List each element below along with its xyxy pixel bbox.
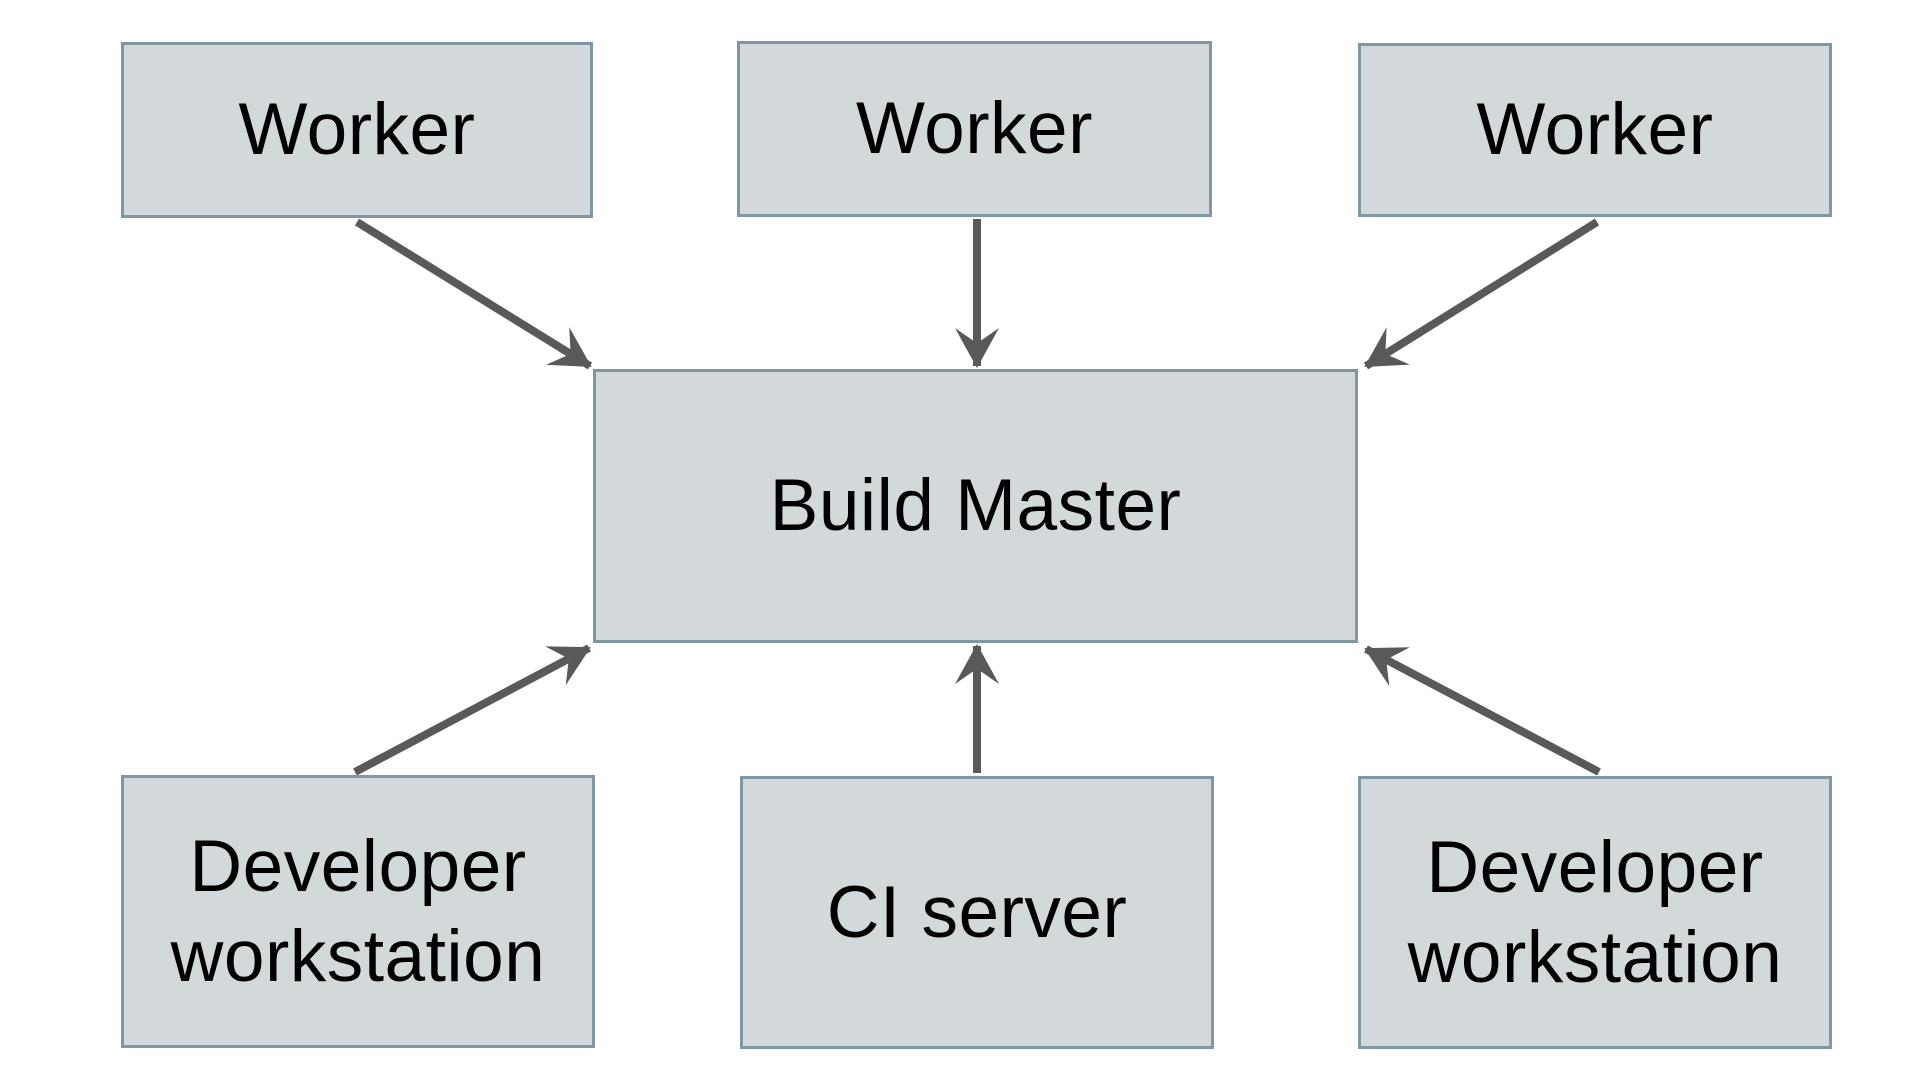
node-ci-server-label: CI server bbox=[826, 871, 1128, 953]
node-developer-workstation-left: Developer workstation bbox=[121, 775, 595, 1048]
edge-worker3-to-buildmaster bbox=[1363, 218, 1600, 370]
node-worker-2: Worker bbox=[737, 41, 1212, 217]
node-developer-workstation-left-label: Developer workstation bbox=[170, 826, 546, 997]
node-build-master: Build Master bbox=[593, 369, 1358, 643]
edge-devright-to-buildmaster bbox=[1364, 645, 1601, 776]
node-worker-2-label: Worker bbox=[856, 88, 1093, 170]
node-ci-server: CI server bbox=[740, 776, 1214, 1049]
edge-worker1-to-buildmaster bbox=[354, 218, 593, 370]
node-worker-1: Worker bbox=[121, 42, 593, 218]
edge-devleft-to-buildmaster bbox=[353, 644, 591, 776]
node-worker-3: Worker bbox=[1358, 43, 1832, 217]
node-worker-3-label: Worker bbox=[1476, 89, 1714, 171]
node-developer-workstation-right: Developer workstation bbox=[1358, 776, 1832, 1049]
node-build-master-label: Build Master bbox=[769, 465, 1182, 547]
node-developer-workstation-right-label: Developer workstation bbox=[1407, 827, 1783, 998]
node-worker-1-label: Worker bbox=[238, 89, 476, 171]
